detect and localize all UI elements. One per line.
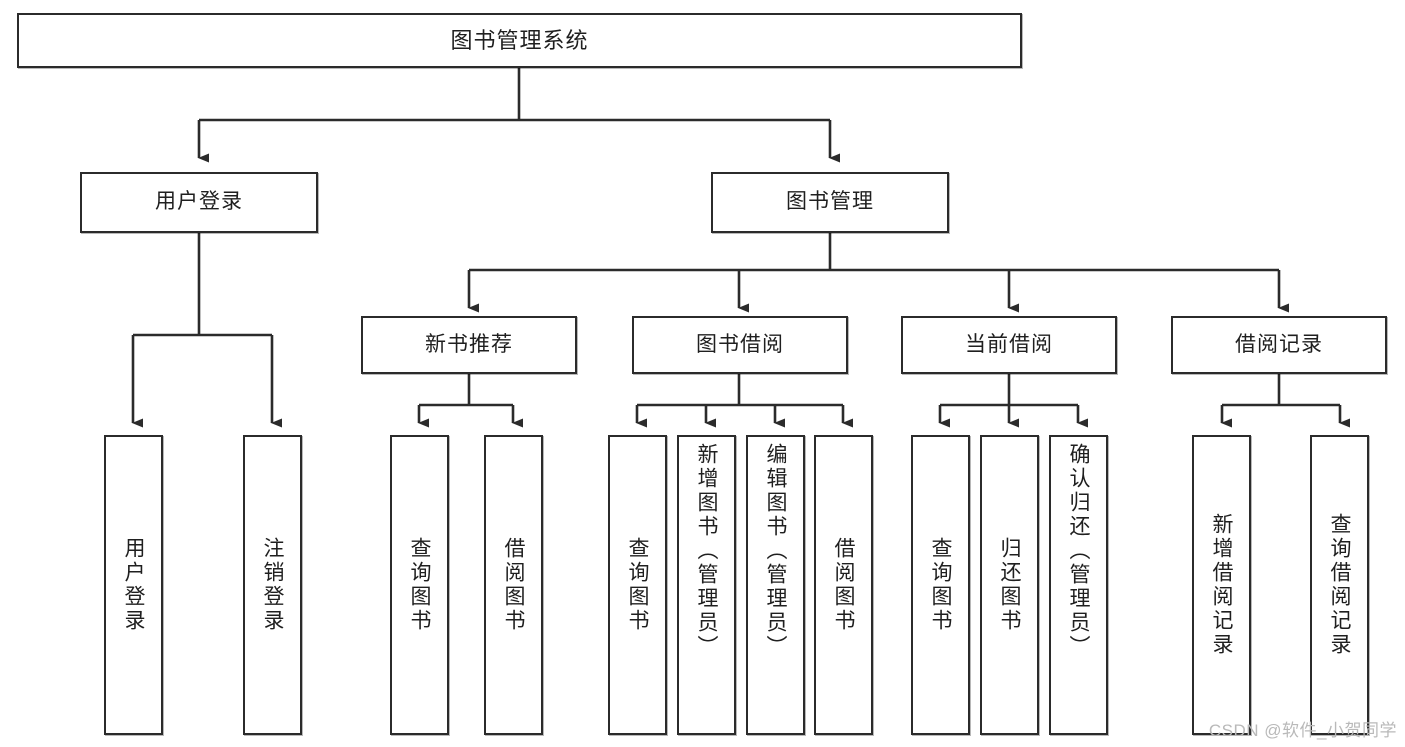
node-new-book-recommend[interactable]: 新书推荐 <box>361 316 577 374</box>
node-book-borrow[interactable]: 图书借阅 <box>632 316 848 374</box>
node-leaf-current-borrow-confirm-label: 确认归还（管理员） <box>1067 443 1090 659</box>
node-leaf-current-borrow-confirm[interactable]: 确认归还（管理员） <box>1049 435 1108 735</box>
node-leaf-user-login-logout[interactable]: 注销登录 <box>243 435 302 735</box>
node-user-login[interactable]: 用户登录 <box>80 172 318 233</box>
node-borrow-record-label: 借阅记录 <box>1235 332 1323 356</box>
node-book-borrow-label: 图书借阅 <box>696 332 784 356</box>
node-root-system-label: 图书管理系统 <box>450 27 589 53</box>
node-leaf-new-book-query[interactable]: 查询图书 <box>390 435 449 735</box>
node-user-login-label: 用户登录 <box>155 190 243 214</box>
node-borrow-record[interactable]: 借阅记录 <box>1171 316 1387 374</box>
node-leaf-borrow-record-add[interactable]: 新增借阅记录 <box>1192 435 1251 735</box>
node-book-management-label: 图书管理 <box>786 190 874 214</box>
node-leaf-user-login-logout-label: 注销登录 <box>261 537 284 633</box>
node-leaf-user-login-login-label: 用户登录 <box>122 537 145 633</box>
node-current-borrow[interactable]: 当前借阅 <box>901 316 1117 374</box>
node-leaf-borrow-record-add-label: 新增借阅记录 <box>1210 513 1233 657</box>
node-leaf-book-borrow-edit[interactable]: 编辑图书（管理员） <box>746 435 805 735</box>
node-leaf-new-book-borrow-label: 借阅图书 <box>502 537 525 633</box>
node-leaf-book-borrow-add-label: 新增图书（管理员） <box>695 443 718 659</box>
node-leaf-book-borrow-lend[interactable]: 借阅图书 <box>814 435 873 735</box>
node-leaf-book-borrow-query-label: 查询图书 <box>626 537 649 633</box>
node-book-management[interactable]: 图书管理 <box>711 172 949 233</box>
node-leaf-current-borrow-query-label: 查询图书 <box>929 537 952 633</box>
node-new-book-recommend-label: 新书推荐 <box>425 332 513 356</box>
node-leaf-book-borrow-query[interactable]: 查询图书 <box>608 435 667 735</box>
node-root-system[interactable]: 图书管理系统 <box>17 13 1022 68</box>
node-leaf-book-borrow-lend-label: 借阅图书 <box>832 537 855 633</box>
node-leaf-current-borrow-return-label: 归还图书 <box>998 537 1021 633</box>
node-leaf-current-borrow-return[interactable]: 归还图书 <box>980 435 1039 735</box>
node-leaf-new-book-query-label: 查询图书 <box>408 537 431 633</box>
node-leaf-borrow-record-query-label: 查询借阅记录 <box>1328 513 1351 657</box>
node-leaf-current-borrow-query[interactable]: 查询图书 <box>911 435 970 735</box>
node-leaf-borrow-record-query[interactable]: 查询借阅记录 <box>1310 435 1369 735</box>
node-current-borrow-label: 当前借阅 <box>965 332 1053 356</box>
node-leaf-new-book-borrow[interactable]: 借阅图书 <box>484 435 543 735</box>
node-leaf-book-borrow-edit-label: 编辑图书（管理员） <box>764 443 787 659</box>
csdn-watermark: CSDN @软件_小贺同学 <box>1208 721 1397 740</box>
node-leaf-user-login-login[interactable]: 用户登录 <box>104 435 163 735</box>
node-leaf-book-borrow-add[interactable]: 新增图书（管理员） <box>677 435 736 735</box>
